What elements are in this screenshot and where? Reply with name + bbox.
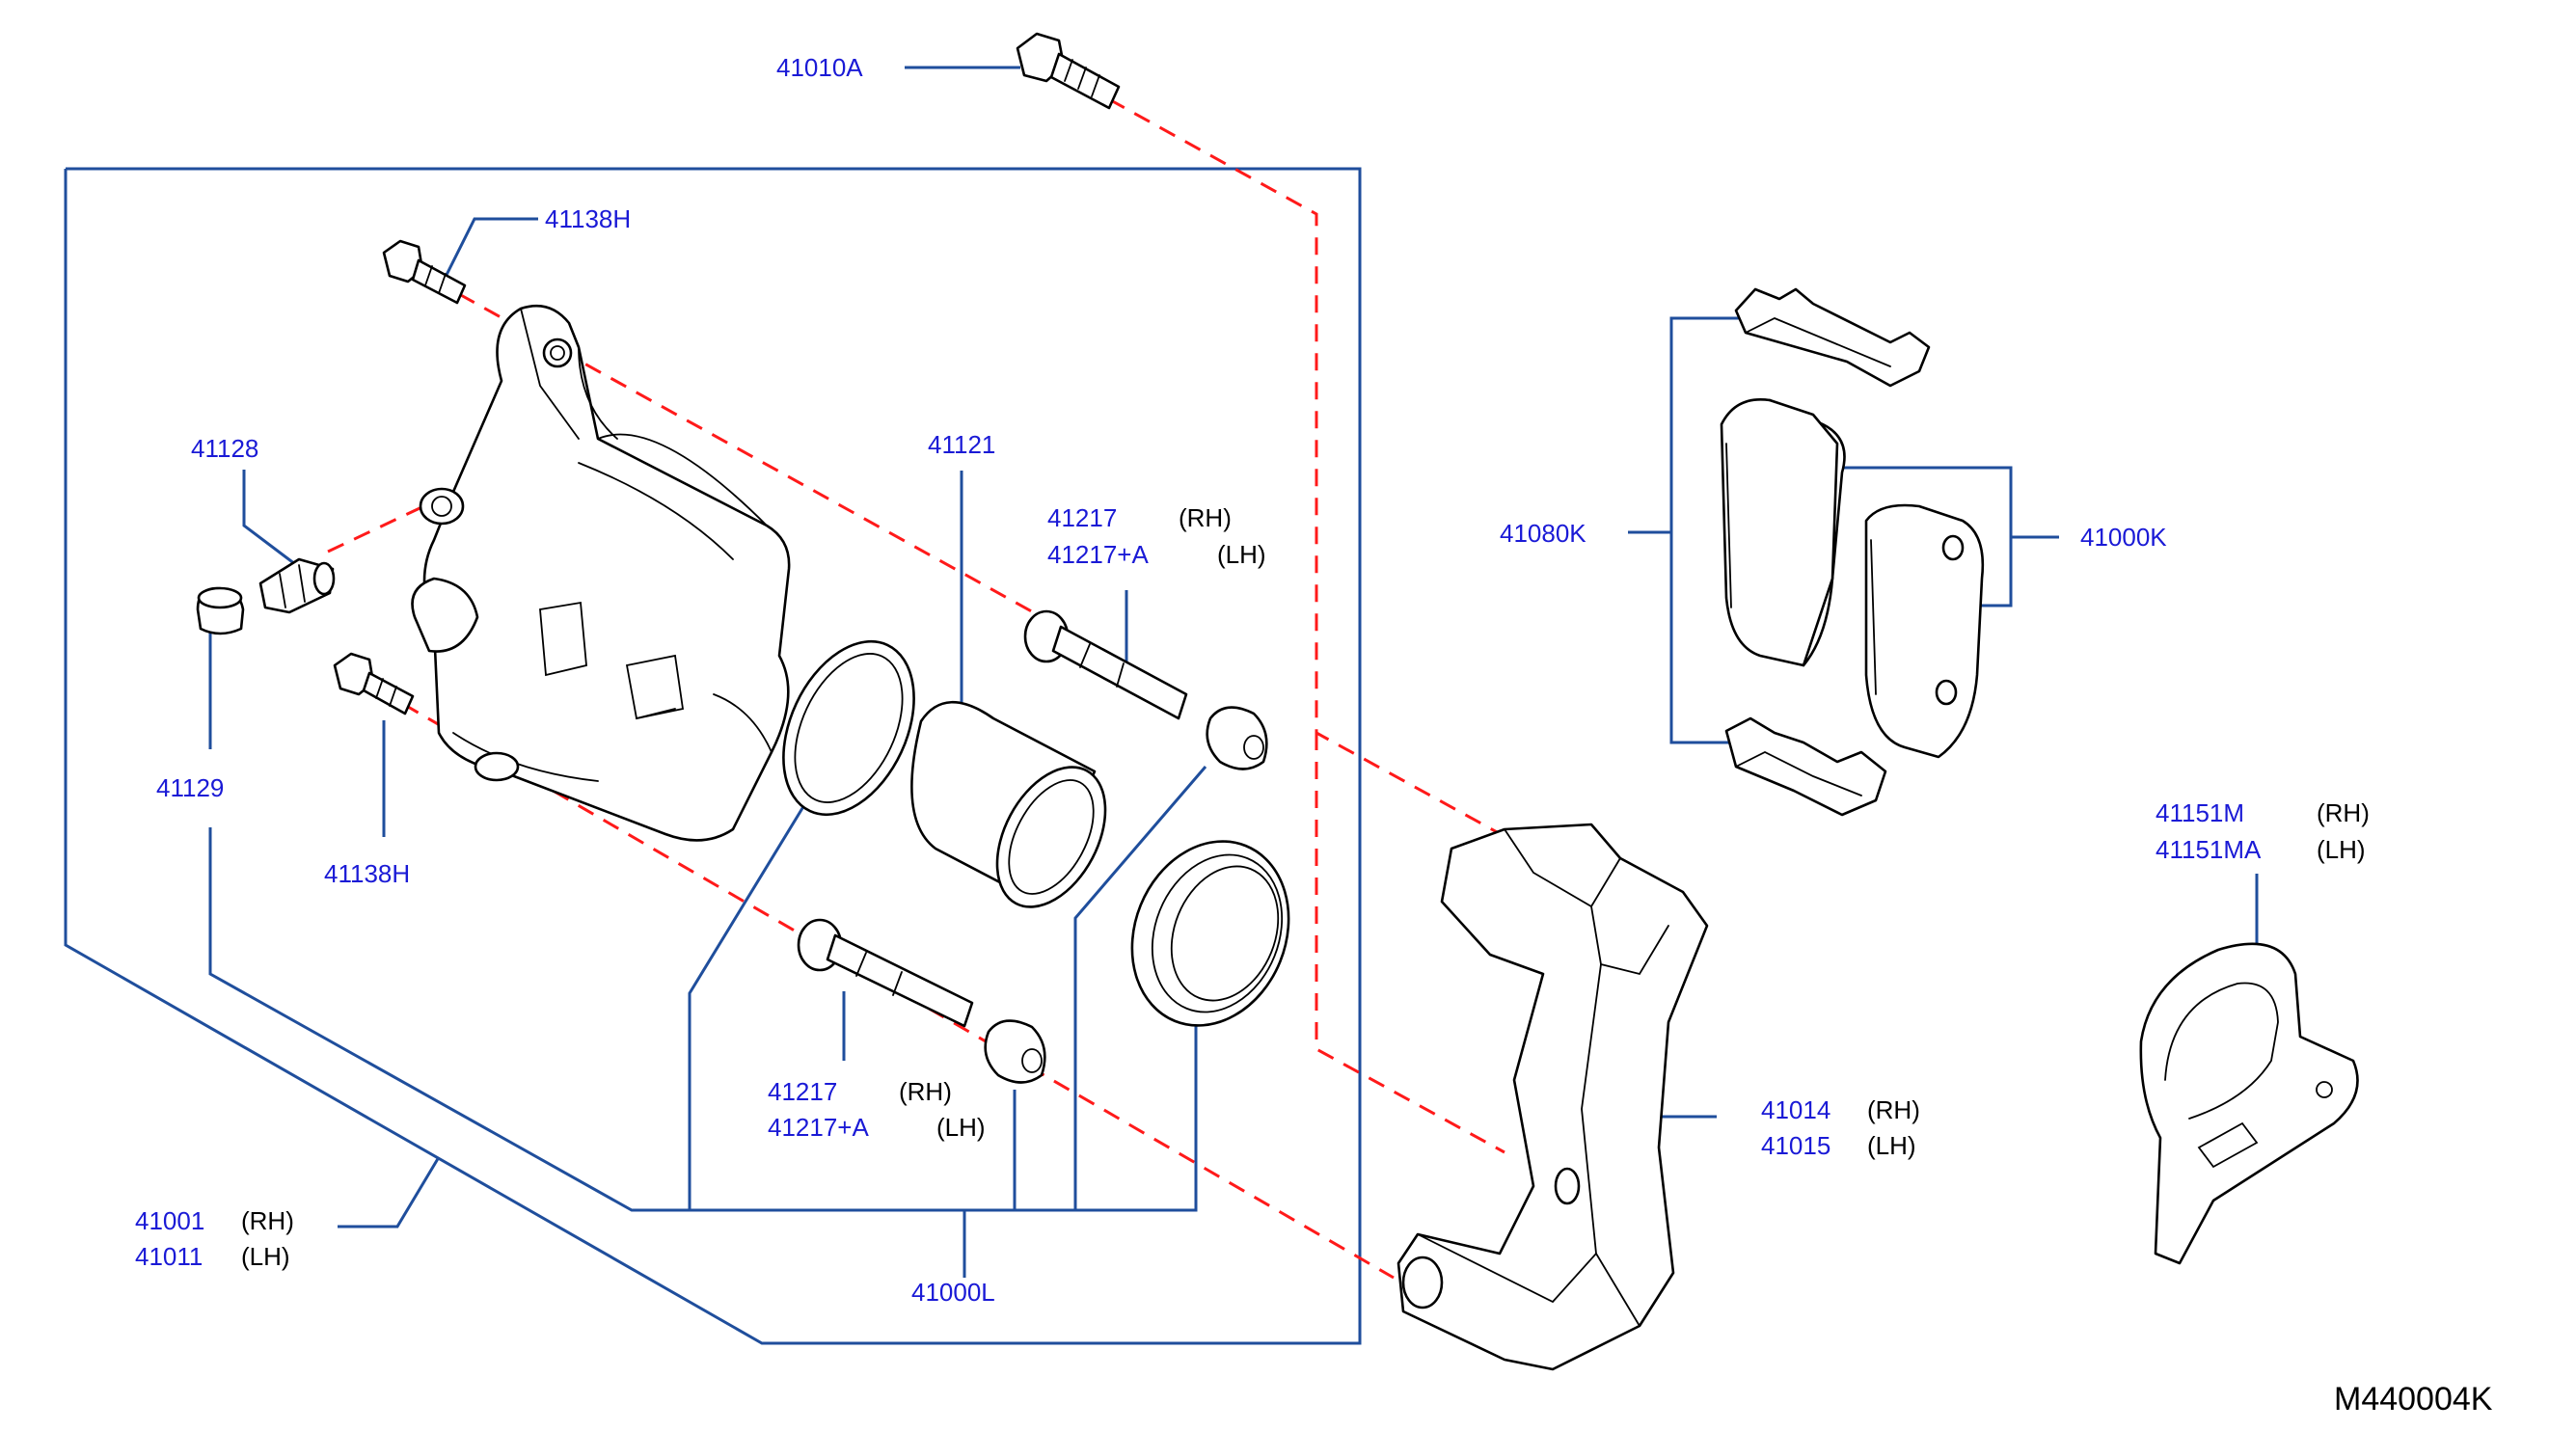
label-41011: 41011 [135, 1242, 203, 1271]
label-41217-upper-rh: 41217 [1047, 503, 1117, 532]
bolt-41138h-bottom-icon [333, 652, 415, 716]
guide-pin-lower-41217-icon [797, 918, 974, 1028]
piston-boot-icon [1130, 840, 1290, 1027]
alignment-lines [327, 97, 1510, 1280]
label-41015-side: (LH) [1867, 1131, 1916, 1160]
caliper-body-41001-icon [411, 304, 791, 842]
label-41000l: 41000L [911, 1278, 995, 1307]
label-41129: 41129 [156, 773, 224, 802]
guide-pin-upper-41217-icon [1023, 609, 1188, 720]
leader-lines [208, 66, 2259, 1278]
label-41217-upper-rh-side: (RH) [1179, 503, 1232, 532]
label-41151ma: 41151MA [2156, 835, 2262, 864]
caliper-assembly-boundary [64, 167, 1362, 1345]
label-41010a: 41010A [776, 53, 863, 82]
brake-pad-outer-icon [1720, 398, 1846, 667]
label-41138h-top: 41138H [545, 204, 631, 233]
caliper-bracket-41014-icon [1396, 823, 1709, 1371]
label-41217-upper-lh-side: (LH) [1217, 540, 1266, 569]
bolt-41138h-top-icon [382, 239, 467, 305]
label-41121: 41121 [928, 430, 995, 459]
label-41151m: 41151M [2156, 798, 2244, 827]
label-41151m-side: (RH) [2317, 798, 2370, 827]
piston-41121-icon [910, 700, 1107, 908]
label-41217-lower-rh: 41217 [768, 1077, 837, 1106]
part-labels: 41010A 41138H 41128 41121 41217 (RH) 412… [135, 53, 2493, 1418]
label-41001-side: (RH) [241, 1206, 294, 1235]
pin-boot-lower-icon [984, 1019, 1046, 1084]
label-41000k: 41000K [2080, 523, 2167, 552]
label-41138h-bottom: 41138H [324, 859, 410, 888]
label-41014: 41014 [1761, 1095, 1830, 1124]
label-41217-lower-lh: 41217+A [768, 1113, 869, 1142]
label-41015: 41015 [1761, 1131, 1830, 1160]
bleeder-cap-41129-icon [196, 586, 245, 635]
label-41011-side: (LH) [241, 1242, 290, 1271]
drawing-code: M440004K [2334, 1381, 2493, 1418]
label-41217-lower-rh-side: (RH) [899, 1077, 952, 1106]
bolt-41010a-icon [1016, 32, 1121, 110]
brake-pad-inner-icon [1864, 503, 1985, 759]
label-41128: 41128 [191, 434, 258, 463]
label-41217-upper-lh: 41217+A [1047, 540, 1149, 569]
pad-clip-upper-icon [1734, 287, 1931, 388]
label-41151ma-side: (LH) [2317, 835, 2366, 864]
label-41217-lower-lh-side: (LH) [936, 1113, 986, 1142]
bleeder-screw-41128-icon [258, 557, 336, 614]
pin-boot-upper-icon [1206, 706, 1268, 770]
label-41001: 41001 [135, 1206, 204, 1235]
label-41014-side: (RH) [1867, 1095, 1920, 1124]
splash-shield-41151m-icon [2139, 942, 2359, 1265]
label-41080k: 41080K [1500, 519, 1586, 548]
pad-clip-lower-icon [1724, 716, 1887, 817]
piston-seal-ring-icon [782, 639, 915, 817]
